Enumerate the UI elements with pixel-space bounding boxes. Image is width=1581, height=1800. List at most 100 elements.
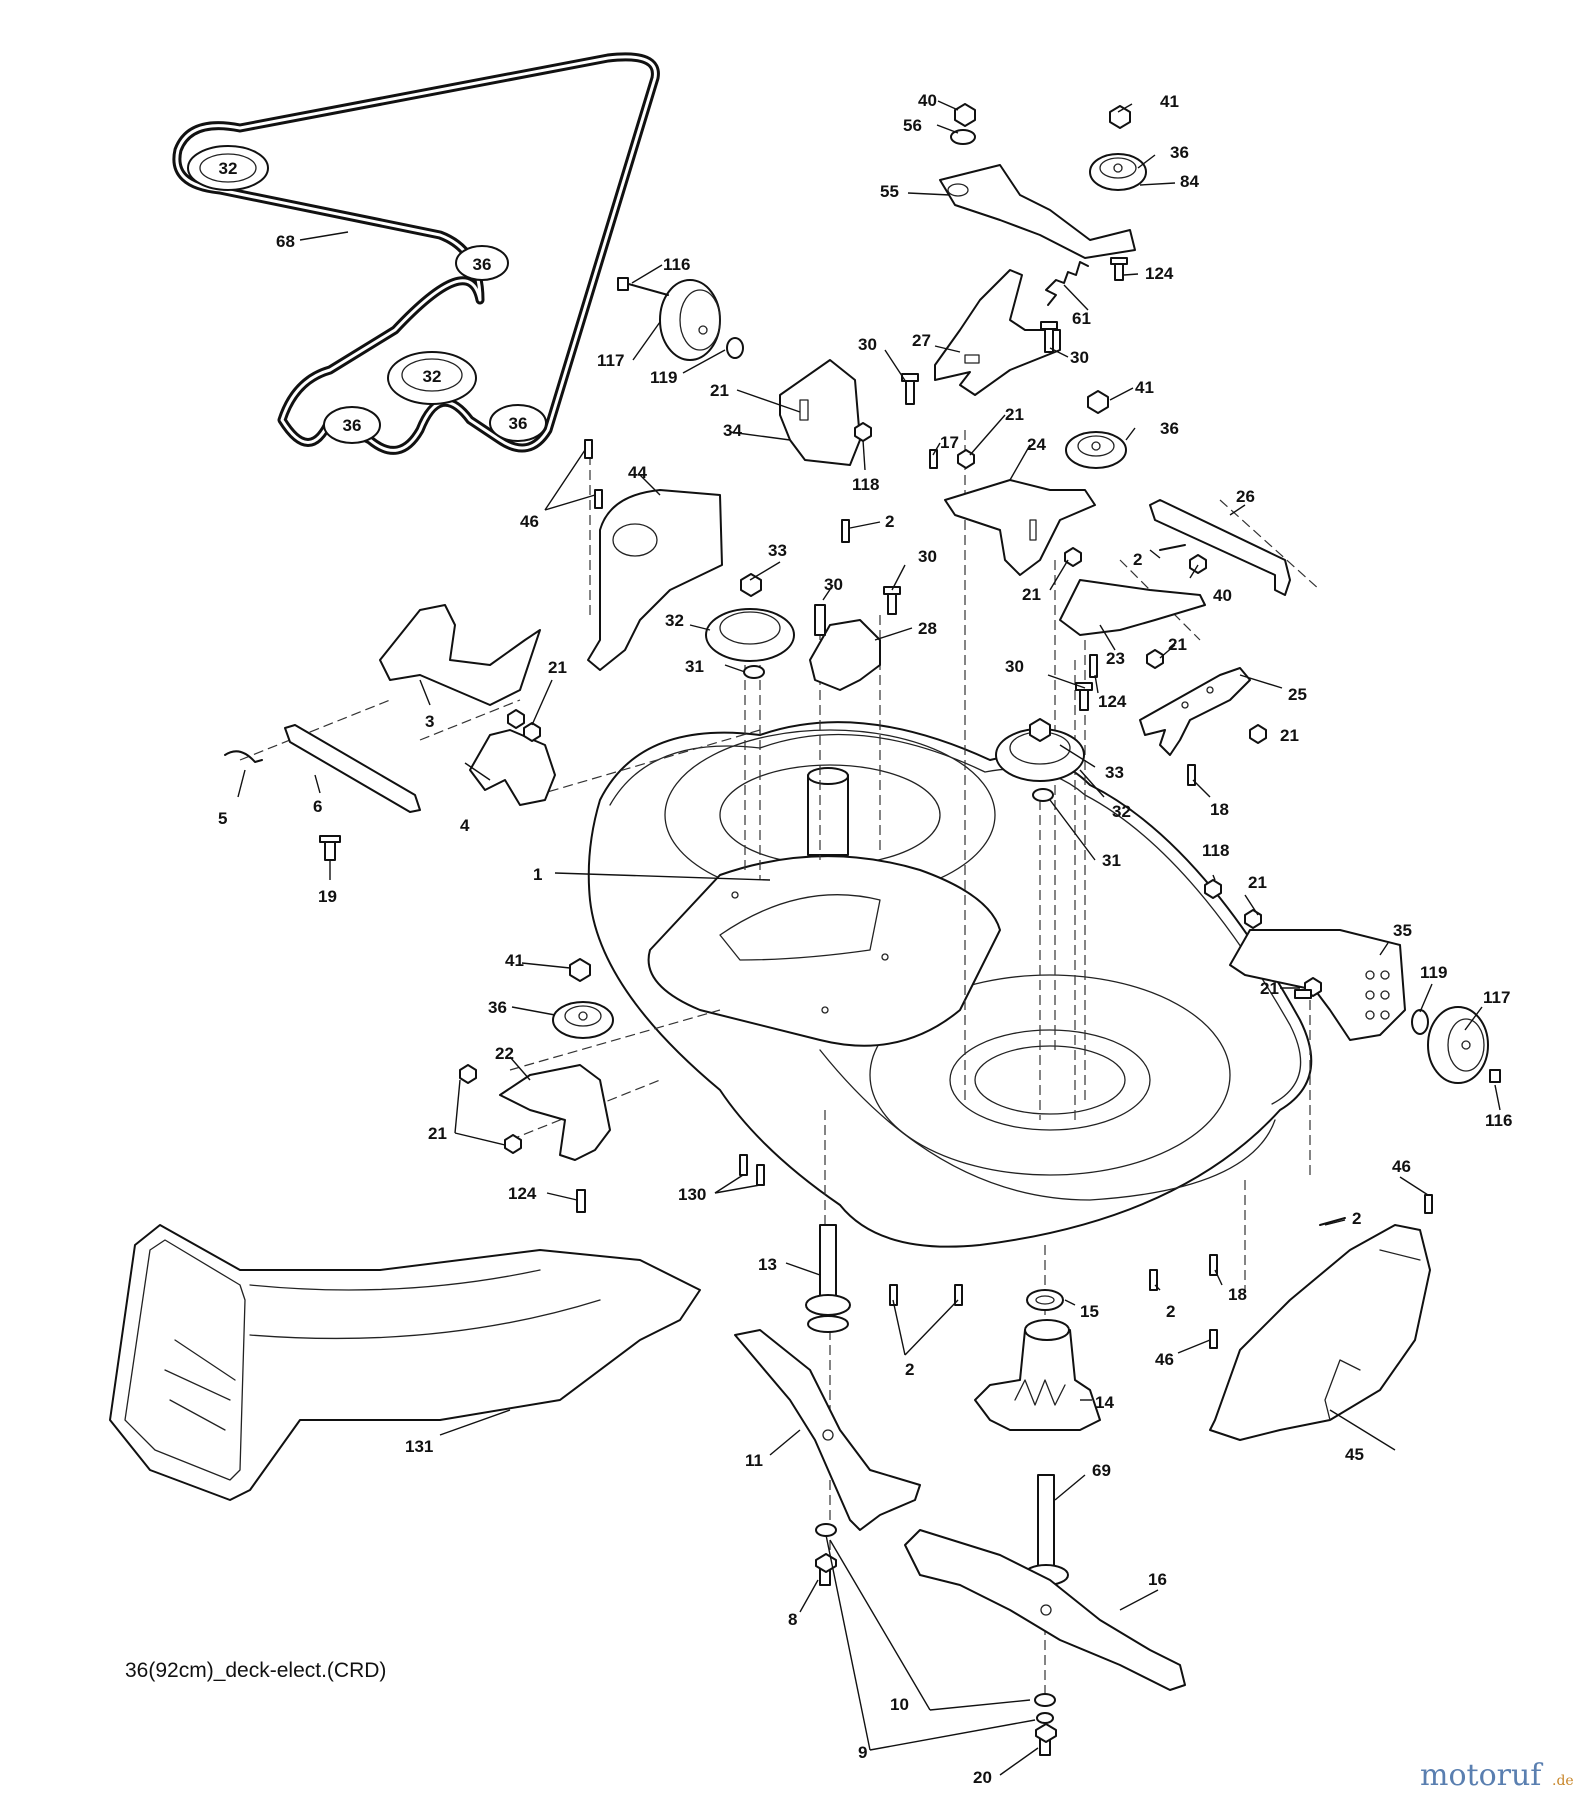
callout-84: 84 [1180, 172, 1199, 191]
label-36: 36 [473, 255, 492, 274]
washer-10-left [815, 1523, 837, 1537]
callout-21: 21 [1022, 585, 1041, 604]
bolt-21-i [1294, 989, 1312, 999]
bolt-124-top [1110, 257, 1128, 281]
nut-40 [954, 103, 976, 127]
callout-46: 46 [1392, 1157, 1411, 1176]
bolt-18 [1187, 764, 1196, 786]
watermark-logo: motoruf .de [1420, 1758, 1574, 1793]
callout-14: 14 [1095, 1393, 1114, 1412]
callout-36: 36 [1160, 419, 1179, 438]
pulley-32-left [705, 573, 795, 679]
callout-labels: 40 41 56 36 84 55 124 61 116 68 30 27 30… [218, 91, 1512, 1787]
callout-21: 21 [1005, 405, 1024, 424]
callout-21: 21 [710, 381, 729, 400]
callout-17: 17 [940, 433, 959, 452]
callout-117: 117 [1483, 988, 1510, 1007]
callout-117: 117 [597, 351, 624, 370]
callout-22: 22 [495, 1044, 514, 1063]
belt-pulley-32-top: 32 [187, 145, 269, 191]
bracket-27 [934, 269, 1061, 396]
callout-21: 21 [1168, 635, 1187, 654]
callout-27: 27 [912, 331, 931, 350]
callout-4: 4 [460, 816, 470, 835]
callout-116: 116 [1485, 1111, 1512, 1130]
bolt-46-a [584, 439, 593, 459]
callout-119: 119 [1420, 963, 1447, 982]
bolt-118-top [854, 422, 872, 442]
callout-2: 2 [1133, 550, 1142, 569]
callout-61: 61 [1072, 309, 1091, 328]
callout-55: 55 [880, 182, 899, 201]
callout-2: 2 [1352, 1209, 1361, 1228]
callout-119: 119 [650, 368, 677, 387]
bolt-46-c [1424, 1194, 1433, 1214]
bolt-116-right [1489, 1069, 1501, 1083]
spring-61 [1045, 261, 1089, 306]
callout-21: 21 [1248, 873, 1267, 892]
callout-41: 41 [505, 951, 524, 970]
callout-118: 118 [1202, 841, 1229, 860]
callout-116: 116 [663, 255, 690, 274]
callout-10: 10 [890, 1695, 909, 1714]
callout-36: 36 [1170, 143, 1189, 162]
pulley-36-left [552, 1001, 614, 1039]
bolt-2-b [1159, 544, 1186, 551]
callout-31: 31 [685, 657, 704, 676]
callout-18: 18 [1228, 1285, 1247, 1304]
callout-3: 3 [425, 712, 434, 731]
diagram-caption: 36(92cm)_deck-elect.(CRD) [125, 1659, 386, 1682]
bar-26 [1149, 499, 1291, 596]
nut-41-left [569, 958, 591, 982]
bolt-30-a [901, 373, 919, 405]
callout-40: 40 [918, 91, 937, 110]
blade-16 [904, 1529, 1186, 1691]
bracket-24 [944, 479, 1096, 576]
callout-30: 30 [918, 547, 937, 566]
bolt-19 [319, 835, 341, 861]
callout-44: 44 [628, 463, 647, 482]
washer-119-top [726, 337, 744, 359]
callout-11: 11 [745, 1451, 763, 1470]
bracket-34 [779, 359, 861, 466]
callout-21: 21 [428, 1124, 447, 1143]
discharge-chute-131 [109, 1224, 701, 1501]
washer-119-right [1411, 1009, 1429, 1035]
nut-21-c [1146, 649, 1164, 669]
belt-pulley-36-left: 36 [323, 406, 381, 444]
spindle-13 [805, 1224, 851, 1333]
callout-30: 30 [1005, 657, 1024, 676]
callout-2: 2 [1166, 1302, 1175, 1321]
callout-30: 30 [1070, 348, 1089, 367]
bracket-22 [499, 1064, 611, 1161]
callout-13: 13 [758, 1255, 777, 1274]
callout-15: 15 [1080, 1302, 1099, 1321]
belt-assembly: 32 36 32 36 36 [172, 52, 660, 455]
small-hardware [459, 321, 1501, 1349]
nut-21-d [1249, 724, 1267, 744]
callout-130: 130 [678, 1185, 706, 1204]
bolt-18-b [1209, 1254, 1218, 1276]
callout-2: 2 [885, 512, 894, 531]
callout-28: 28 [918, 619, 937, 638]
bearing-15 [1026, 1289, 1064, 1311]
callout-46: 46 [520, 512, 539, 531]
nut-21-f [1244, 909, 1262, 929]
callout-33: 33 [1105, 763, 1124, 782]
bolt-116-top [617, 277, 669, 296]
pulley-36-middle [1065, 431, 1127, 469]
idler-arm-55 [939, 164, 1136, 259]
idler-pulley-117-top [659, 279, 721, 361]
callout-26: 26 [1236, 487, 1255, 506]
bracket-28 [809, 604, 881, 691]
callout-118: 118 [852, 475, 879, 494]
leader-lines [237, 100, 1501, 1776]
callout-68: 68 [276, 232, 295, 251]
nut-21-e [507, 709, 541, 742]
callout-16: 16 [1148, 1570, 1167, 1589]
callout-18: 18 [1210, 800, 1229, 819]
pulley-36-top [1089, 153, 1147, 191]
callout-30: 30 [824, 575, 843, 594]
callout-32: 32 [665, 611, 684, 630]
